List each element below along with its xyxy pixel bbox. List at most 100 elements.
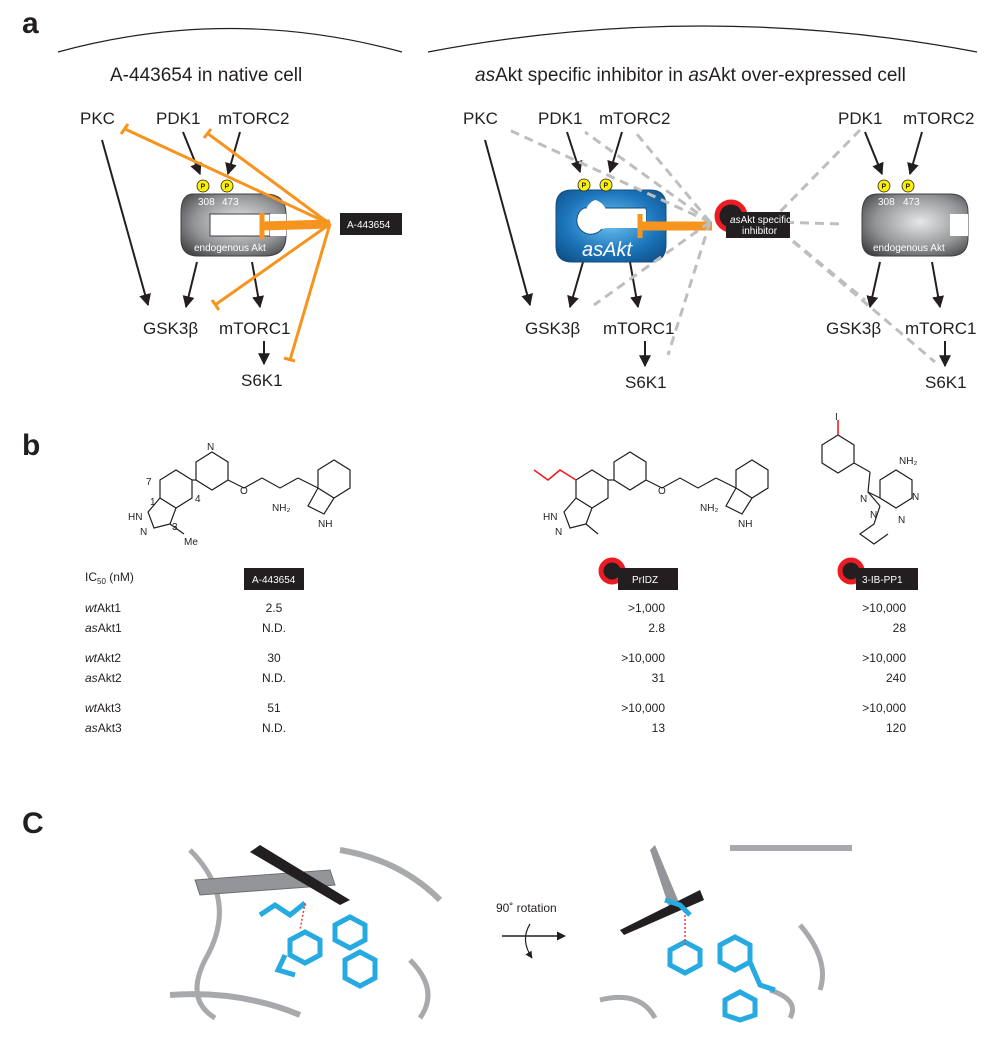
structure-a443654: [147, 451, 351, 535]
structure-pridz: [563, 451, 769, 535]
svg-text:3: 3: [172, 522, 178, 533]
panel-label-a: a: [22, 7, 39, 40]
svg-text:HN: HN: [128, 512, 142, 523]
site-308: 308: [198, 197, 215, 208]
table-cell: 2.5: [266, 601, 283, 615]
svg-text:P: P: [201, 184, 206, 191]
node-gsk3b: GSK3β: [525, 319, 580, 338]
node-mtorc2: mTORC2: [903, 109, 974, 128]
table-cell: 120: [886, 721, 906, 735]
svg-text:N: N: [898, 515, 905, 526]
table-cell: >1,000: [628, 601, 665, 615]
node-gsk3b: GSK3β: [826, 319, 881, 338]
svg-text:N: N: [870, 510, 877, 521]
table-cell: N.D.: [262, 671, 286, 685]
compound-box-pridz: [618, 568, 678, 590]
asakt-inhibitor-label-line1: asAkt specific: [730, 215, 791, 226]
orange-inhibition-lines: [124, 127, 332, 361]
svg-text:O: O: [240, 486, 248, 497]
site-308: 308: [878, 197, 895, 208]
structure-image-left: [167, 845, 447, 1021]
compound-label-pridz: PrIDZ: [632, 575, 658, 586]
phospho-icon: [577, 178, 591, 192]
left-pathway: PKC PDK1 mTORC2 GSK3β mTORC1 S6K1 endoge…: [80, 109, 402, 390]
node-mtorc1: mTORC1: [905, 319, 976, 338]
endogenous-akt-label: endogenous Akt: [873, 243, 945, 254]
node-pdk1: PDK1: [538, 109, 582, 128]
svg-text:1: 1: [150, 497, 156, 508]
endogenous-akt-label: endogenous Akt: [194, 243, 266, 254]
grey-dashed-lines: [506, 127, 936, 364]
svg-text:NH₂: NH₂: [899, 456, 917, 467]
table-row-label: wtAkt3: [85, 701, 121, 715]
node-mtorc1: mTORC1: [219, 319, 290, 338]
table-cell: N.D.: [262, 721, 286, 735]
table-cell: 2.8: [648, 621, 665, 635]
node-s6k1: S6K1: [925, 373, 967, 392]
table-cell: >10,000: [621, 701, 665, 715]
right-bracket-arc: [427, 25, 978, 53]
rotation-label: 90˚ rotation: [496, 901, 557, 915]
node-pdk1: PDK1: [156, 109, 200, 128]
svg-text:N: N: [207, 442, 214, 453]
svg-text:NH: NH: [738, 519, 752, 530]
svg-text:Me: Me: [184, 537, 198, 548]
compound-box-a443654: [244, 568, 304, 590]
svg-text:P: P: [906, 184, 911, 191]
node-s6k1: S6K1: [241, 371, 283, 390]
left-title: A-443654 in native cell: [110, 65, 302, 86]
asakt-label: asAkt: [582, 239, 633, 261]
svg-text:N: N: [860, 494, 867, 505]
node-mtorc2: mTORC2: [599, 109, 670, 128]
table-row-label: asAkt1: [85, 621, 122, 635]
svg-text:4: 4: [195, 494, 201, 505]
node-gsk3b: GSK3β: [143, 319, 198, 338]
table-cell: >10,000: [862, 701, 906, 715]
table-cell: 30: [267, 651, 281, 665]
left-bracket-arc: [57, 27, 403, 53]
structure-image-right: [592, 845, 854, 1023]
phospho-icon: [877, 179, 891, 193]
phospho-icon: [220, 179, 234, 193]
compound-box-3ib-pp1: [856, 568, 918, 590]
node-pdk1: PDK1: [838, 109, 882, 128]
table-cell: 51: [267, 701, 281, 715]
table-row-label: wtAkt2: [85, 651, 121, 665]
svg-text:HN: HN: [543, 512, 557, 523]
compound-label-3ib-pp1: 3-IB-PP1: [862, 575, 903, 586]
table-cell: >10,000: [862, 651, 906, 665]
svg-text:N: N: [140, 527, 147, 538]
inhibitor-label-a443654: A-443654: [347, 220, 391, 231]
table-row-label: wtAkt1: [85, 601, 121, 615]
table-cell: 13: [652, 721, 666, 735]
asakt-inhibitor-label-line2: inhibitor: [742, 226, 778, 237]
node-pkc: PKC: [80, 109, 115, 128]
right-pathway: PKC PDK1 mTORC2 GSK3β mTORC1 S6K1 asAkt …: [463, 109, 976, 392]
rotation-curve-icon: [524, 923, 533, 959]
phospho-icon: [196, 179, 210, 193]
svg-text:N: N: [555, 527, 562, 538]
table-cell: 28: [893, 621, 907, 635]
phospho-icon: [901, 179, 915, 193]
svg-text:NH₂: NH₂: [700, 503, 718, 514]
site-473: 473: [903, 197, 920, 208]
table-cell: >10,000: [621, 651, 665, 665]
table-row-label: asAkt3: [85, 721, 122, 735]
svg-text:P: P: [604, 183, 609, 190]
node-mtorc1: mTORC1: [603, 319, 674, 338]
site-473: 473: [222, 197, 239, 208]
svg-text:NH: NH: [318, 519, 332, 530]
svg-text:P: P: [582, 183, 587, 190]
table-cell: 31: [652, 671, 666, 685]
right-title: asAkt specific inhibitor in asAkt over-e…: [475, 65, 906, 86]
svg-text:NH₂: NH₂: [272, 503, 290, 514]
phospho-icon: [599, 178, 613, 192]
propyl-group: [533, 469, 577, 482]
endogenous-akt-shape: [861, 193, 969, 257]
table-row-label: asAkt2: [85, 671, 122, 685]
svg-text:N: N: [912, 492, 919, 503]
svg-text:P: P: [225, 184, 230, 191]
table-cell: 240: [886, 671, 906, 685]
panel-label-c: C: [22, 807, 44, 840]
ic50-header: IC50 (nM): [85, 570, 134, 586]
